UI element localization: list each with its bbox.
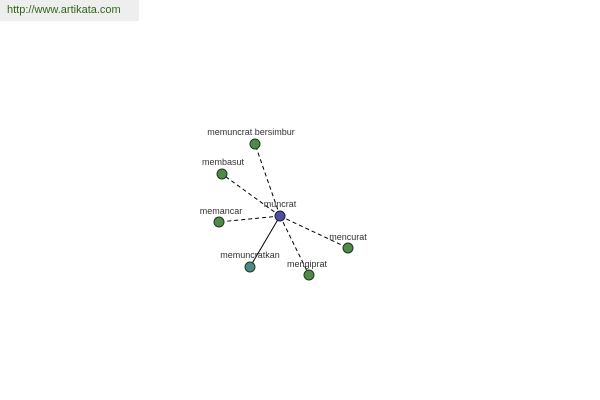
label-memuncratkan: memuncratkan — [220, 250, 280, 260]
site-url-link[interactable]: http://www.artikata.com — [7, 4, 121, 16]
label-memancar: memancar — [200, 206, 243, 216]
edge-memuncratkan — [249, 215, 281, 268]
node-mengiprat[interactable] — [303, 269, 315, 281]
node-memuncratkan[interactable] — [244, 261, 256, 273]
edge-memancar — [218, 215, 281, 223]
node-membasut[interactable] — [216, 168, 228, 180]
label-membasut: membasut — [202, 157, 245, 167]
node-memancar[interactable] — [213, 216, 225, 228]
label-mengiprat: mengiprat — [287, 259, 328, 269]
node-center-muncrat[interactable] — [274, 210, 286, 222]
node-mencurat[interactable] — [342, 242, 354, 254]
edge-membasut — [221, 173, 281, 217]
graph-nodes: memuncrat bersimbur membasut memancar mencu… — [200, 127, 367, 281]
edge-memuncrat-bersimbur — [254, 143, 281, 217]
label-center-muncrat: muncrat — [264, 199, 297, 209]
graph-edges — [218, 143, 349, 276]
label-mencurat: mencurat — [329, 232, 367, 242]
edge-mengiprat — [279, 215, 310, 276]
label-memuncrat-bersimbur: memuncrat bersimbur — [207, 127, 295, 137]
url-banner: http://www.artikata.com — [0, 0, 139, 21]
node-memuncrat-bersimbur[interactable] — [249, 138, 261, 150]
edge-mencurat — [279, 215, 349, 249]
